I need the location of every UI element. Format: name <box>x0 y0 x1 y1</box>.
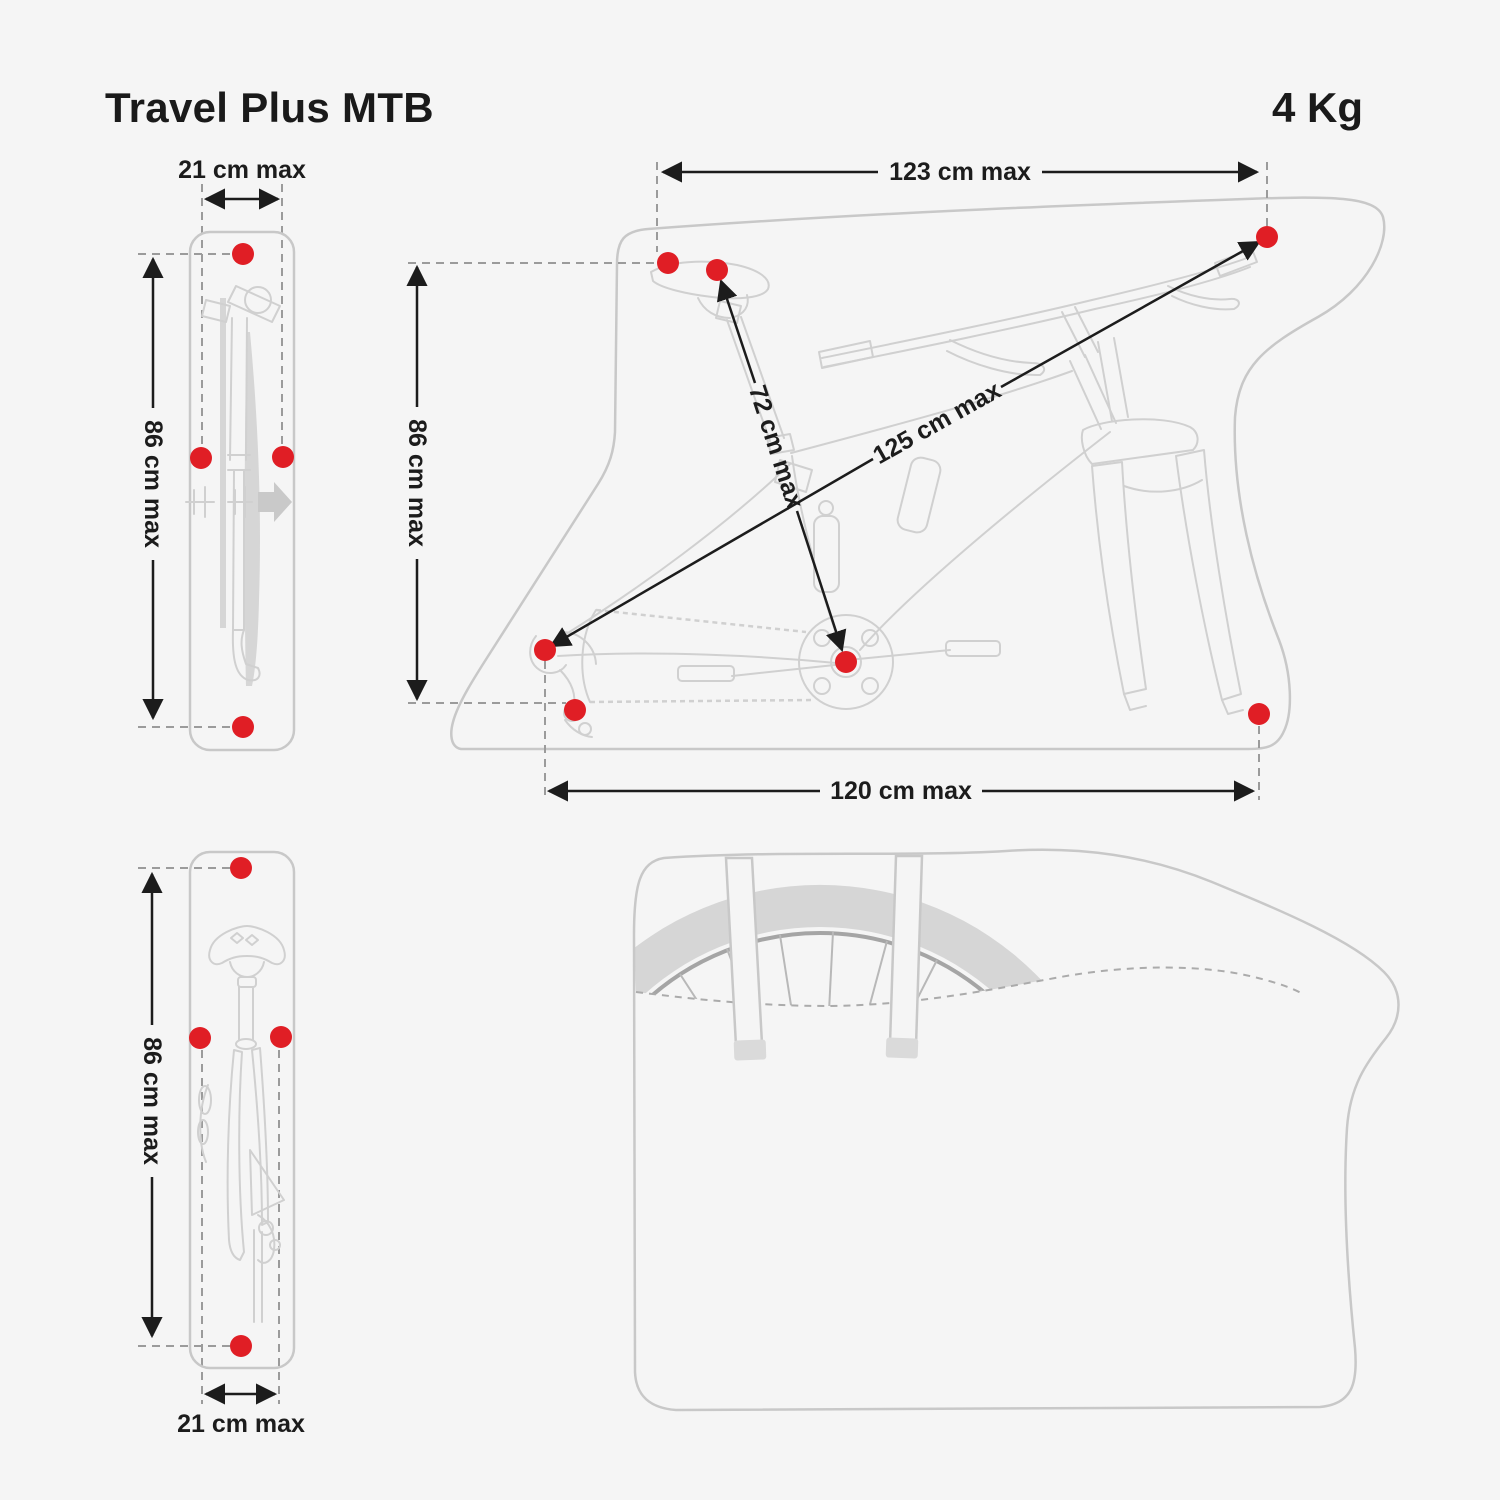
weight-label: 4 Kg <box>1272 84 1364 131</box>
attachment-point-dot <box>232 243 254 265</box>
packed-bag-view <box>630 848 1400 1412</box>
bike-drawing <box>529 248 1258 738</box>
page-title: Travel Plus MTB <box>105 84 434 131</box>
attachment-point-dot <box>657 252 679 274</box>
attachment-point-dot <box>835 651 857 673</box>
attachment-point-dot <box>1256 226 1278 248</box>
side-bottom-width-label: 21 cm max <box>177 1410 305 1438</box>
attachment-point-dot <box>230 1335 252 1357</box>
wheel-drawing <box>630 885 1125 1006</box>
direction-arrow-icon <box>258 482 292 522</box>
attachment-point-dot <box>706 259 728 281</box>
bag-outline-main <box>450 196 1386 751</box>
bag-outline-side-top <box>188 230 296 752</box>
attachment-point-dot <box>190 447 212 469</box>
bag-straps <box>724 854 924 1061</box>
frame-drawing-side-bottom <box>197 925 286 1323</box>
main-bottom-width-label: 120 cm max <box>830 777 972 805</box>
saddle-to-crank-label: 72 cm max <box>743 382 809 512</box>
side-top-width-label: 21 cm max <box>178 156 306 184</box>
bag-outline-packed <box>632 848 1400 1412</box>
attachment-point-dot <box>272 446 294 468</box>
main-height-label: 86 cm max <box>403 419 431 547</box>
attachment-point-dot <box>270 1026 292 1048</box>
side-view-top: 21 cm max 86 cm max <box>138 156 306 752</box>
attachment-point-dot <box>232 716 254 738</box>
fork-drawing-side-top <box>185 285 292 686</box>
attachment-point-dot <box>230 857 252 879</box>
main-top-width-label: 123 cm max <box>889 158 1031 186</box>
dropout-to-handlebar-label: 125 cm max <box>868 376 1005 470</box>
main-view: 123 cm max 86 cm max 72 cm max 125 cm ma… <box>403 158 1386 805</box>
attachment-point-dot <box>564 699 586 721</box>
side-bottom-height-label: 86 cm max <box>138 1037 166 1165</box>
side-view-bottom: 86 cm max 21 cm max <box>138 850 305 1438</box>
attachment-point-dot <box>189 1027 211 1049</box>
bag-outline-side-bottom <box>188 850 296 1370</box>
attachment-point-dot <box>1248 703 1270 725</box>
bag-opening-line <box>635 966 1304 1008</box>
attachment-point-dot <box>534 639 556 661</box>
side-top-height-label: 86 cm max <box>139 420 167 548</box>
